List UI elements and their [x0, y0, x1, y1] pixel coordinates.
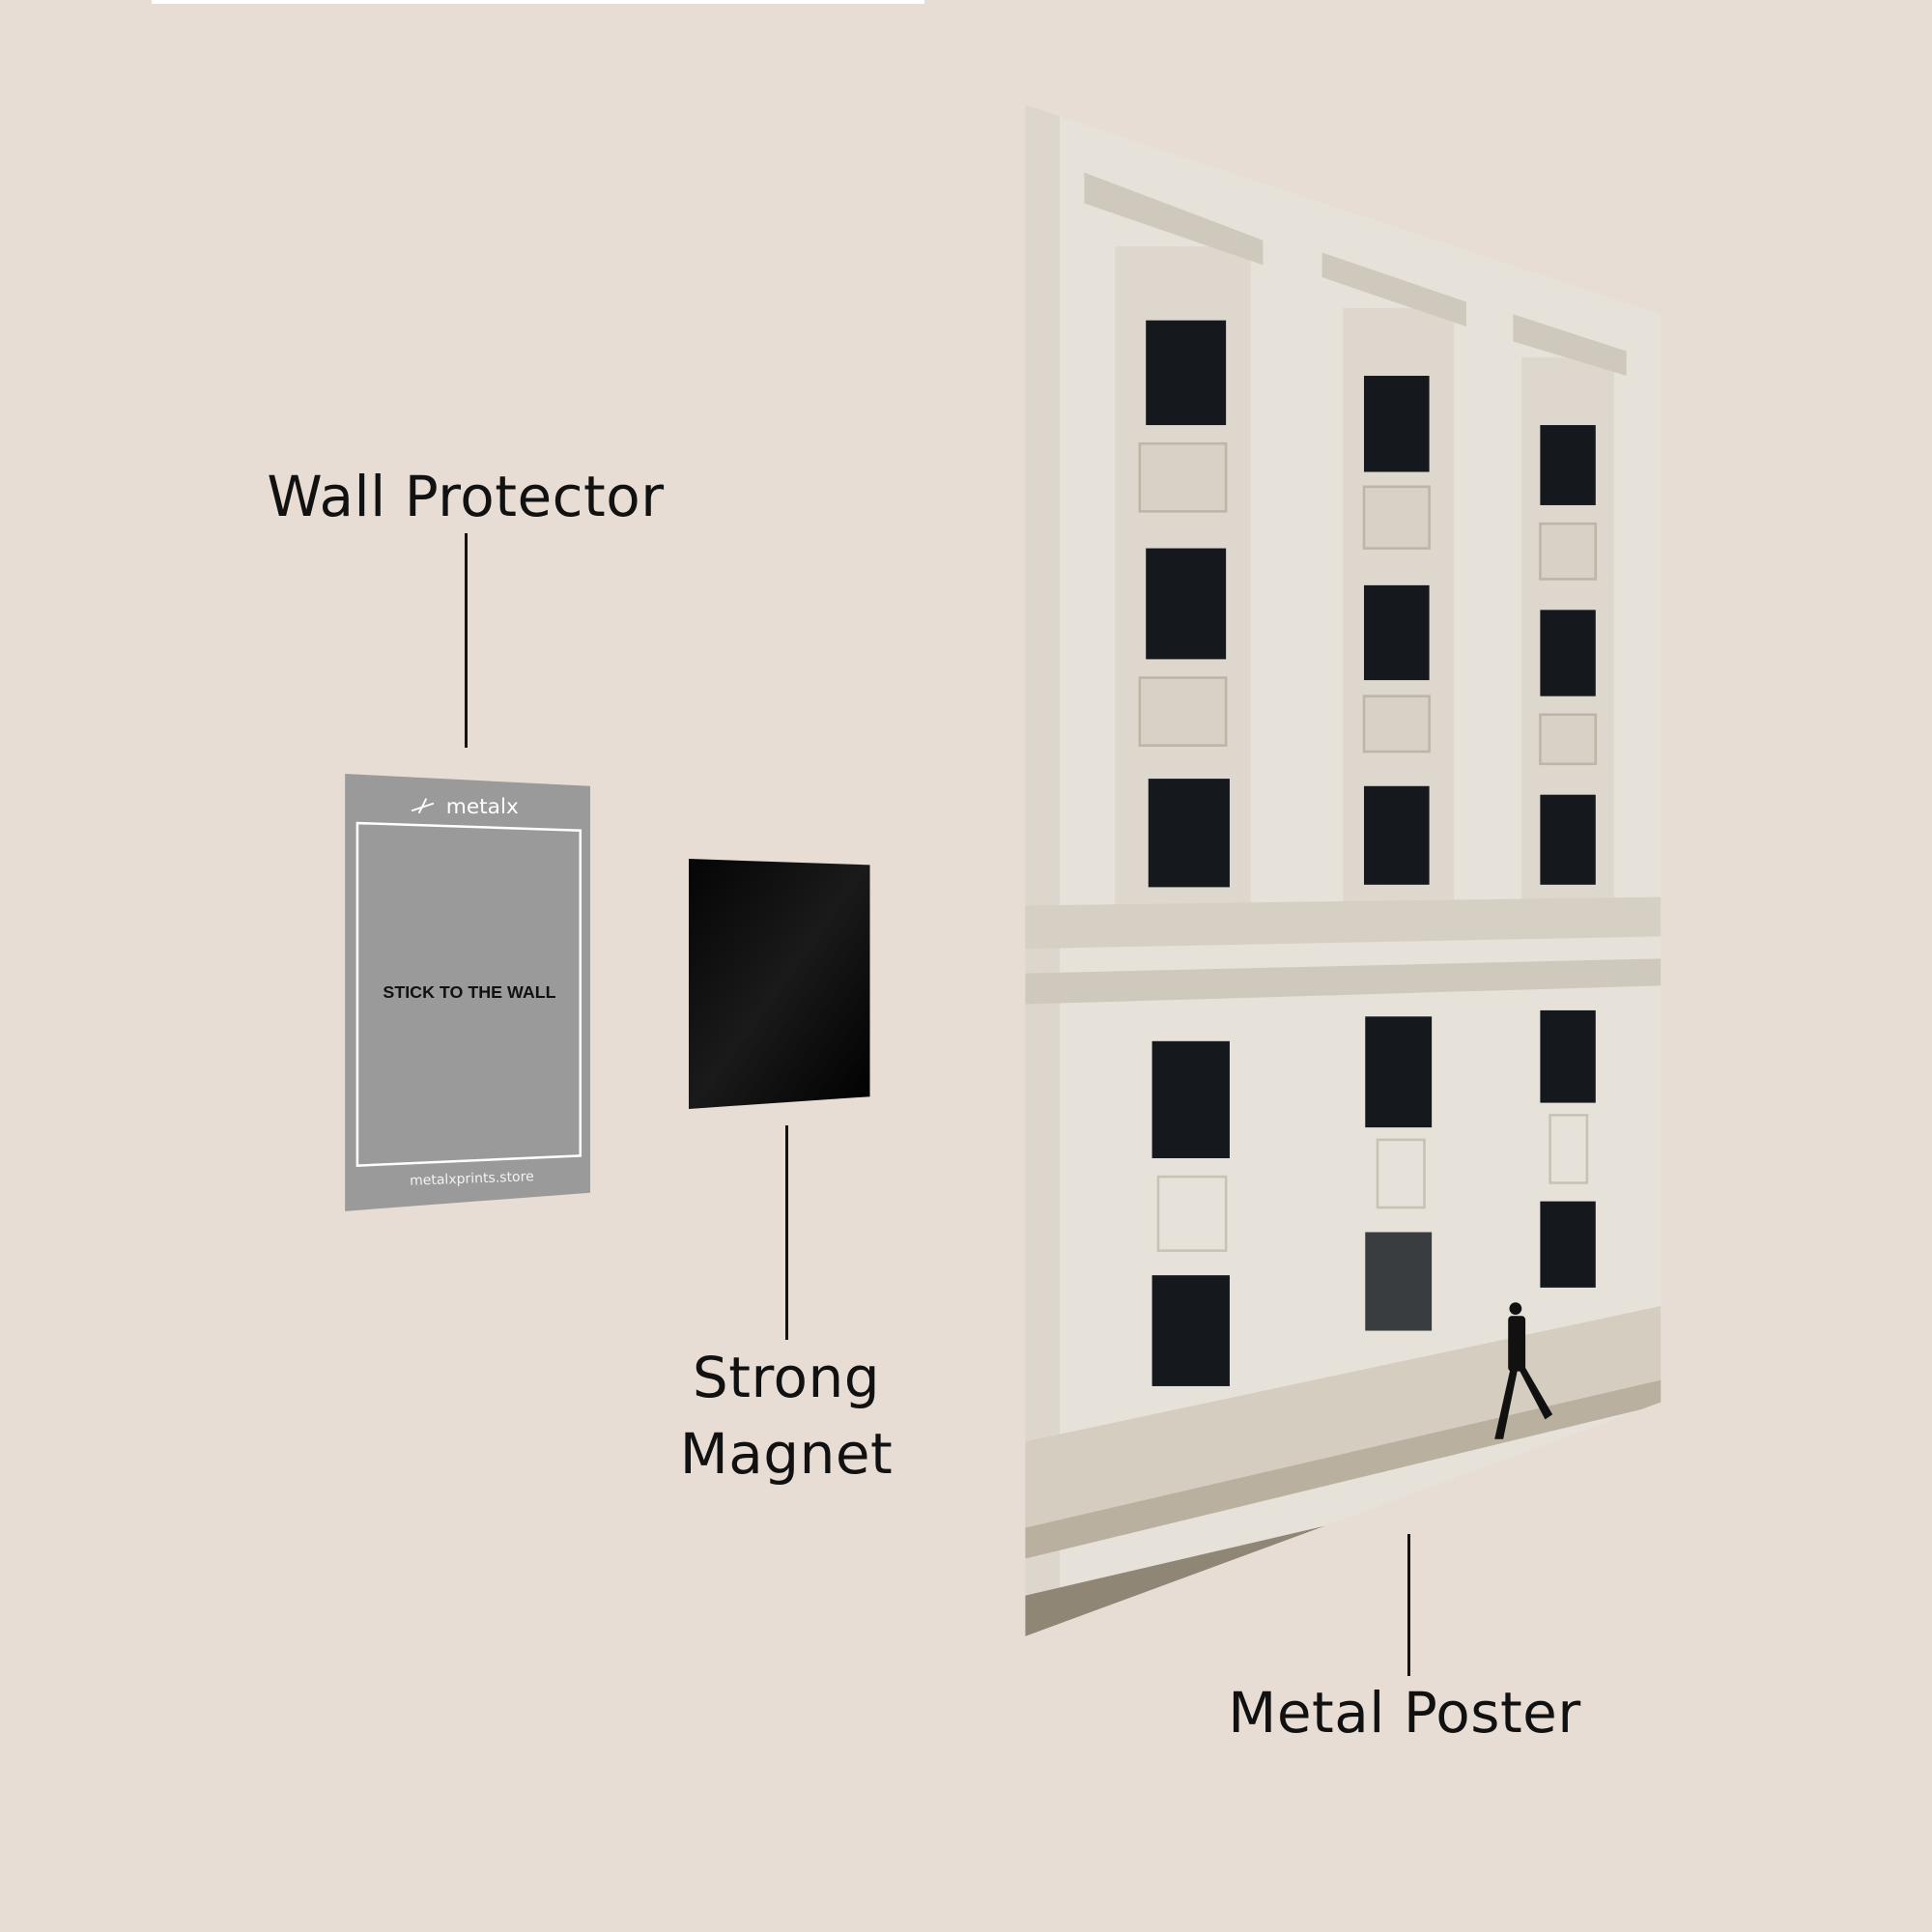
website-text: metalxprints.store [410, 1169, 534, 1188]
top-edge-bar [152, 0, 924, 4]
wall-protector-leader-line [465, 533, 468, 748]
strong-magnet-label-line1: Strong [692, 1345, 881, 1410]
metalx-logo: metalx [411, 795, 519, 819]
stick-to-wall-text: STICK TO THE WALL [383, 982, 555, 1002]
strong-magnet [689, 859, 870, 1109]
wall-protector-card: metalx STICK TO THE WALL metalxprints.st… [345, 774, 590, 1211]
metal-poster-leader-line [1407, 1534, 1410, 1676]
metal-poster-label: Metal Poster [1228, 1680, 1581, 1746]
walking-man [1494, 1302, 1553, 1439]
metal-poster-image [1025, 104, 1662, 1636]
wall-protector-label: Wall Protector [267, 464, 665, 529]
svg-text:metalx: metalx [446, 795, 519, 819]
strong-magnet-label-line2: Magnet [679, 1421, 894, 1487]
strong-magnet-leader-line [785, 1125, 788, 1340]
